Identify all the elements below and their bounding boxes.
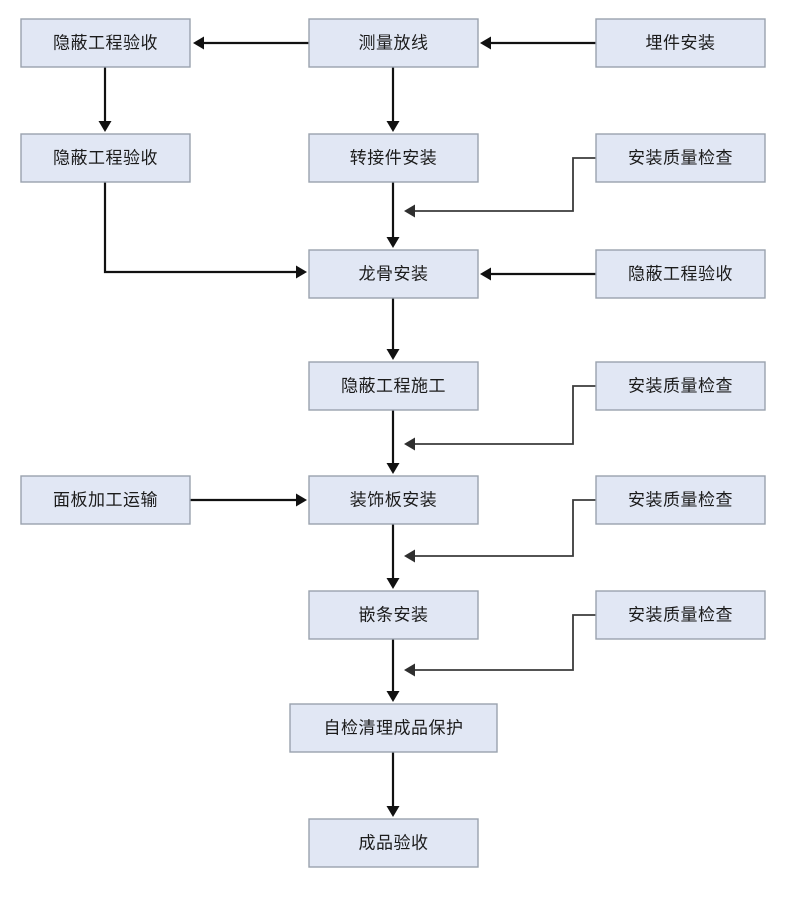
node-box[interactable] bbox=[289, 703, 498, 753]
node-box[interactable] bbox=[308, 361, 479, 411]
flow-edge bbox=[386, 524, 400, 589]
node-box[interactable] bbox=[595, 249, 766, 299]
arrowhead-icon bbox=[98, 121, 112, 132]
process-node[interactable]: 安装质量检查 bbox=[595, 475, 766, 525]
process-node[interactable]: 埋件安装 bbox=[595, 18, 766, 68]
process-node[interactable]: 隐蔽工程施工 bbox=[308, 361, 479, 411]
flow-edge bbox=[193, 36, 309, 50]
arrowhead-icon bbox=[404, 663, 415, 677]
process-node[interactable]: 装饰板安装 bbox=[308, 475, 479, 525]
edge-line bbox=[103, 182, 300, 274]
arrowhead-icon bbox=[404, 204, 415, 218]
process-node[interactable]: 隐蔽工程验收 bbox=[595, 249, 766, 299]
arrowhead-icon bbox=[386, 578, 400, 589]
flow-edge bbox=[404, 157, 596, 218]
arrowhead-icon bbox=[386, 237, 400, 248]
process-node[interactable]: 测量放线 bbox=[308, 18, 479, 68]
process-node[interactable]: 转接件安装 bbox=[308, 133, 479, 183]
flow-edge bbox=[480, 36, 596, 50]
edge-line bbox=[411, 614, 596, 671]
arrowhead-icon bbox=[386, 349, 400, 360]
node-box[interactable] bbox=[20, 18, 191, 68]
flow-edge bbox=[103, 182, 307, 279]
flow-edge bbox=[386, 298, 400, 360]
node-box[interactable] bbox=[595, 18, 766, 68]
arrowhead-icon bbox=[386, 806, 400, 817]
node-box[interactable] bbox=[308, 133, 479, 183]
flow-edge bbox=[404, 499, 596, 563]
node-box[interactable] bbox=[595, 133, 766, 183]
process-node[interactable]: 安装质量检查 bbox=[595, 590, 766, 640]
flow-edge bbox=[386, 752, 400, 817]
process-node[interactable]: 成品验收 bbox=[308, 818, 479, 868]
edges-layer bbox=[98, 36, 596, 817]
edge-line bbox=[411, 157, 596, 212]
process-node[interactable]: 龙骨安装 bbox=[308, 249, 479, 299]
arrowhead-icon bbox=[404, 549, 415, 563]
process-node[interactable]: 安装质量检查 bbox=[595, 361, 766, 411]
node-box[interactable] bbox=[595, 475, 766, 525]
node-box[interactable] bbox=[308, 818, 479, 868]
node-box[interactable] bbox=[595, 590, 766, 640]
process-node[interactable]: 隐蔽工程验收 bbox=[20, 133, 191, 183]
flow-edge bbox=[386, 67, 400, 132]
flow-edge bbox=[386, 639, 400, 702]
node-box[interactable] bbox=[20, 133, 191, 183]
node-box[interactable] bbox=[595, 361, 766, 411]
flow-edge bbox=[386, 182, 400, 248]
node-box[interactable] bbox=[308, 475, 479, 525]
process-node[interactable]: 嵌条安装 bbox=[308, 590, 479, 640]
flow-edge bbox=[404, 385, 596, 451]
arrowhead-icon bbox=[404, 437, 415, 451]
edge-line bbox=[411, 499, 596, 557]
flow-edge bbox=[386, 410, 400, 474]
process-node[interactable]: 安装质量检查 bbox=[595, 133, 766, 183]
arrowhead-icon bbox=[386, 463, 400, 474]
node-box[interactable] bbox=[308, 18, 479, 68]
process-node[interactable]: 隐蔽工程验收 bbox=[20, 18, 191, 68]
arrowhead-icon bbox=[480, 267, 491, 281]
flow-edge bbox=[190, 493, 307, 507]
arrowhead-icon bbox=[480, 36, 491, 50]
arrowhead-icon bbox=[296, 493, 307, 507]
flow-edge bbox=[98, 67, 112, 132]
arrowhead-icon bbox=[193, 36, 204, 50]
arrowhead-icon bbox=[386, 121, 400, 132]
edge-line bbox=[411, 385, 596, 445]
node-box[interactable] bbox=[308, 249, 479, 299]
arrowhead-icon bbox=[296, 265, 307, 279]
process-node[interactable]: 面板加工运输 bbox=[20, 475, 191, 525]
process-node[interactable]: 自检清理成品保护 bbox=[289, 703, 498, 753]
flow-edge bbox=[404, 614, 596, 677]
flow-edge bbox=[480, 267, 596, 281]
node-box[interactable] bbox=[20, 475, 191, 525]
arrowhead-icon bbox=[386, 691, 400, 702]
node-box[interactable] bbox=[308, 590, 479, 640]
